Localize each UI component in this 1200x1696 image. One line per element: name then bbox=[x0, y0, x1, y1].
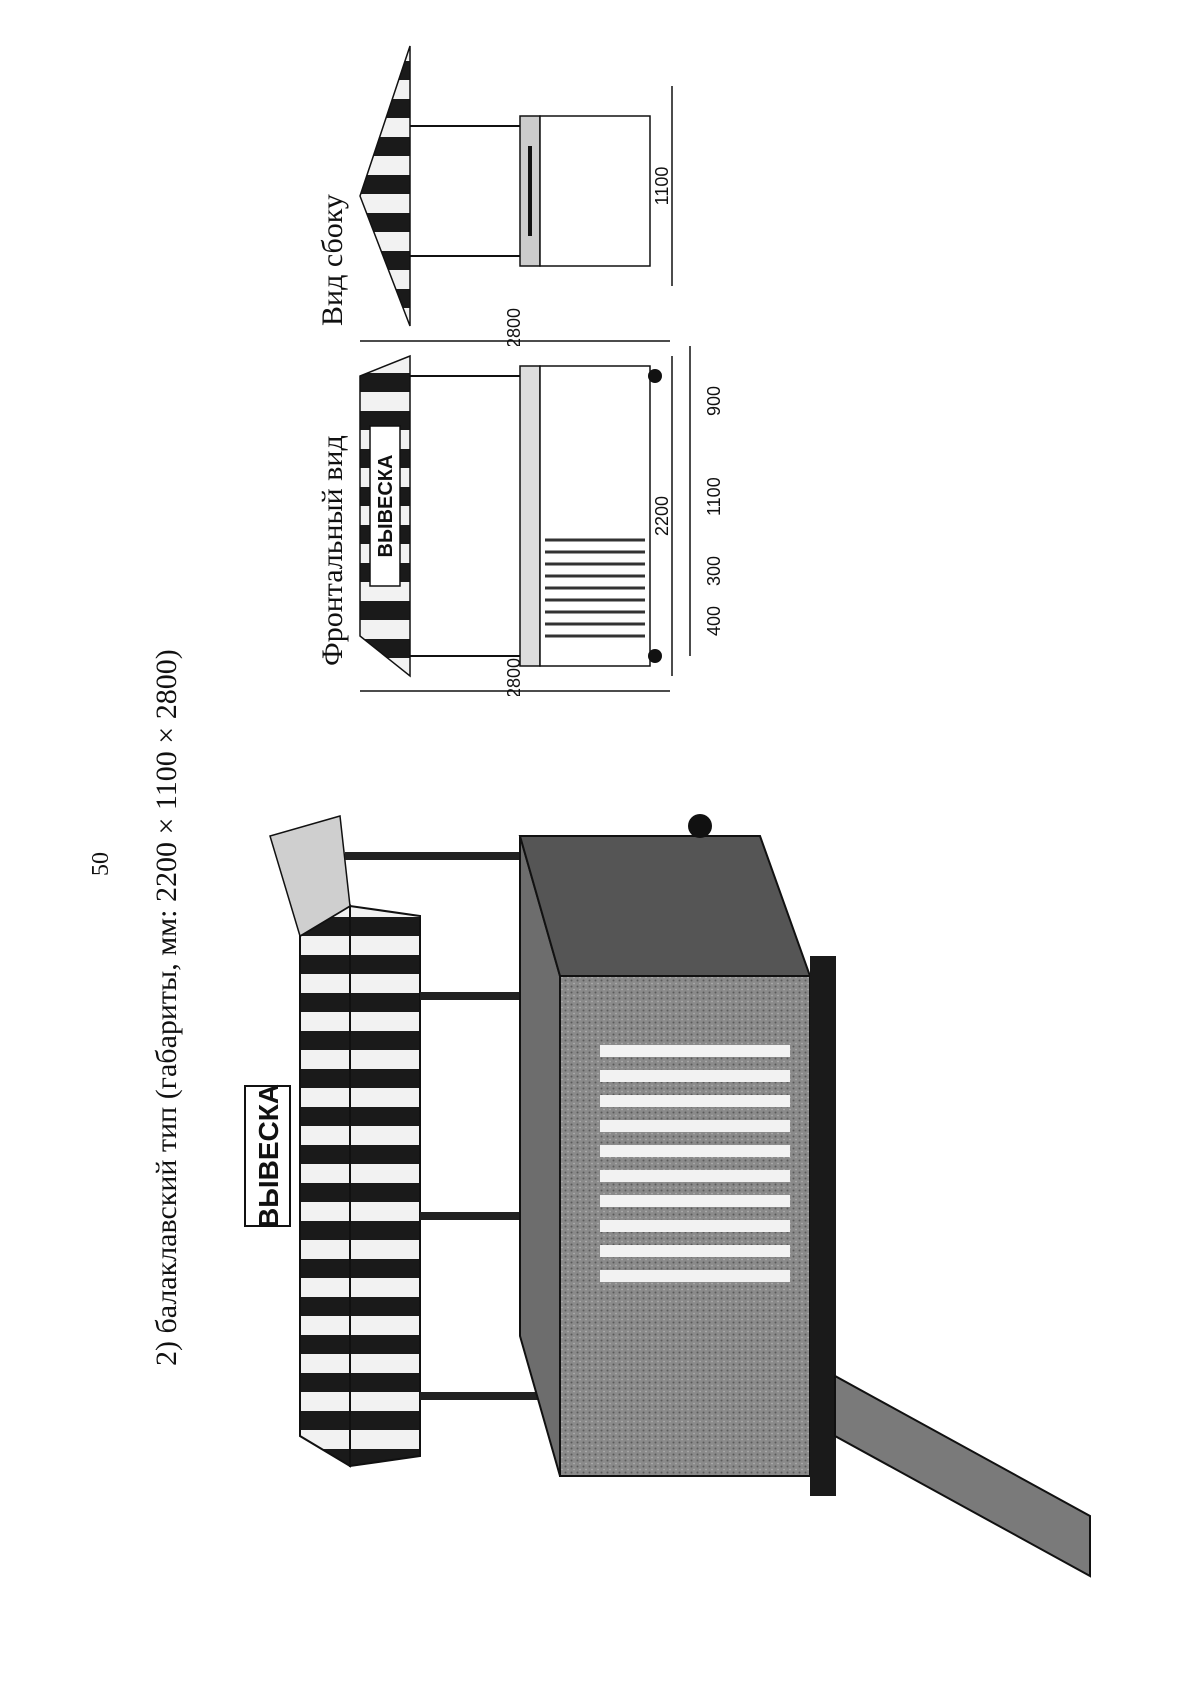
front-dim-width: 2200 bbox=[652, 496, 672, 536]
front-dim-h1: 400 bbox=[704, 606, 724, 636]
front-dim-height: 2800 bbox=[504, 658, 524, 696]
front-view-dimensions: 400 300 1100 900 bbox=[689, 346, 724, 656]
side-counter-body bbox=[539, 115, 651, 267]
side-dim-height: 2800 bbox=[504, 308, 524, 346]
awning: ВЫВЕСКА bbox=[244, 815, 421, 1468]
front-sign-text: ВЫВЕСКА bbox=[375, 455, 397, 558]
front-awning: ВЫВЕСКА bbox=[359, 354, 411, 678]
wheel-icon bbox=[688, 814, 712, 838]
front-wheel-left-icon bbox=[648, 649, 662, 663]
front-dim-h4: 900 bbox=[704, 386, 724, 416]
front-counter-body bbox=[539, 365, 651, 667]
front-dim-h2: 300 bbox=[704, 556, 724, 586]
side-awning bbox=[359, 45, 411, 327]
side-view-drawing: 1100 2800 bbox=[359, 45, 673, 346]
perspective-sign-text: ВЫВЕСКА bbox=[253, 1084, 284, 1228]
counter bbox=[518, 814, 1091, 1578]
side-dim-depth: 1100 bbox=[652, 167, 672, 206]
front-wheel-right-icon bbox=[648, 369, 662, 383]
front-counter-top bbox=[519, 365, 541, 667]
front-view-drawing: ВЫВЕСКА 2200 2800 bbox=[359, 354, 673, 696]
front-dim-h3: 1100 bbox=[704, 477, 724, 516]
